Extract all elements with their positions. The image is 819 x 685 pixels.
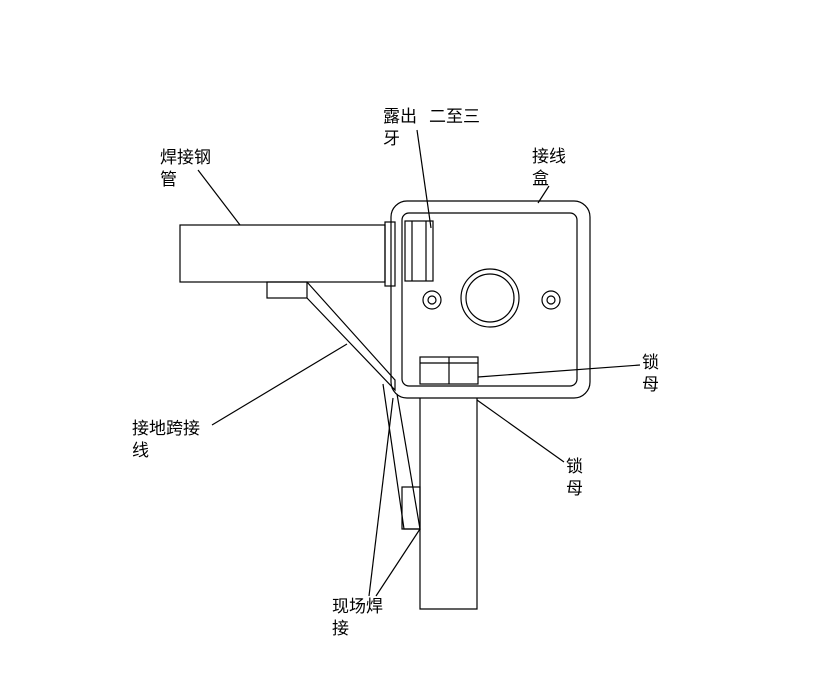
leader-exposed-threads — [416, 129, 432, 229]
leader-site-welding-2 — [375, 528, 421, 597]
grounding-jumper-upper — [306, 281, 396, 392]
junction-box-inner — [401, 212, 578, 387]
leader-site-welding-1 — [368, 397, 394, 597]
knockout-inner — [465, 273, 515, 323]
label-junction-box: 接线 盒 — [532, 147, 566, 189]
leader-junction-box — [537, 185, 550, 204]
screw-hole-right — [541, 290, 561, 310]
junction-box-outer — [390, 200, 591, 399]
label-welded-steel-pipe: 焊接钢 管 — [160, 148, 211, 190]
label-site-welding: 现场焊 接 — [332, 597, 383, 639]
label-exposed-threads: 露出二至三 牙 — [383, 107, 480, 149]
screw-hole-left — [422, 290, 442, 310]
leader-steel-pipe — [197, 169, 241, 226]
knockout-outer — [460, 268, 520, 328]
label-lock-nut-right: 锁 母 — [642, 353, 659, 395]
leader-grounding-jumper — [211, 343, 348, 426]
horizontal-steel-pipe — [179, 224, 386, 283]
leader-lock-nut-right — [477, 364, 641, 378]
leader-lock-nut-bottom — [476, 399, 565, 463]
horizontal-pipe-lock-nut — [384, 221, 396, 287]
label-lock-nut-bottom: 锁 母 — [566, 457, 583, 499]
screw-hole-left-inner — [427, 295, 437, 305]
vertical-pipe-weld-tab — [401, 486, 421, 530]
vertical-steel-pipe — [419, 398, 478, 610]
box-inlet-fitting — [404, 220, 434, 282]
label-grounding-jumper: 接地跨接 线 — [132, 419, 200, 461]
screw-hole-right-inner — [546, 295, 556, 305]
horizontal-pipe-weld-tab — [266, 281, 308, 299]
grounding-jumper-lower — [382, 383, 421, 530]
